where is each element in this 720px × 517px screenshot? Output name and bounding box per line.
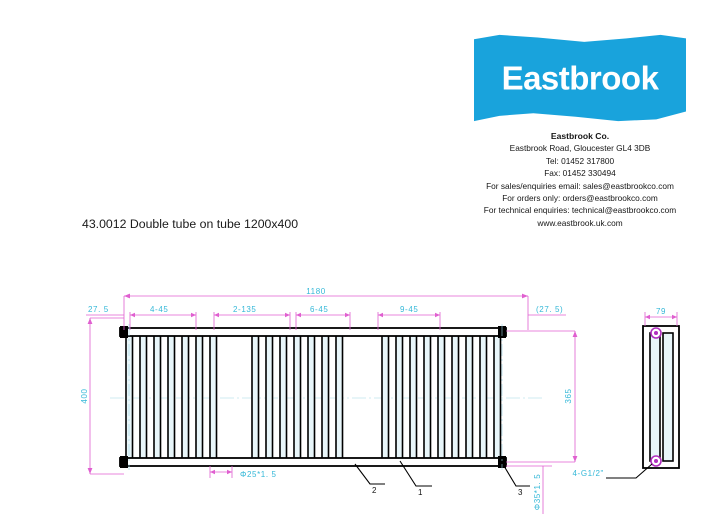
company-website: www.eastbrook.uk.com [537, 217, 623, 228]
side-view: 79 4-G1/2" [573, 307, 680, 479]
callout-label-1: 1 [418, 488, 423, 497]
end-cap-top-left [120, 326, 128, 338]
dim-group-a: 4-45 [150, 305, 168, 314]
callout-label-2: 2 [372, 486, 377, 495]
side-view-tube-back [662, 332, 674, 462]
side-view-tube-front [649, 332, 661, 462]
company-name: Eastbrook Co. [550, 131, 610, 141]
tube-group-left [125, 329, 218, 465]
company-fax: Fax: 01452 330494 [544, 168, 616, 179]
dim-gap-1: 2-135 [233, 305, 256, 314]
product-title: 43.0012 Double tube on tube 1200x400 [82, 217, 299, 231]
technical-email-line: For technical enquiries: technical@eastb… [483, 205, 677, 216]
tube-group-centre-left [251, 329, 344, 465]
company-telephone: Tel: 01452 317800 [545, 155, 615, 166]
leader-line-connection [606, 463, 653, 479]
dim-overall-height: 400 [80, 388, 89, 403]
dim-right-offset: (27. 5) [536, 305, 563, 314]
orders-email-line: For orders only: orders@eastbrookco.com [502, 193, 658, 204]
end-cap-bottom-left [120, 456, 128, 468]
dim-group-c: 9-45 [400, 305, 418, 314]
dim-group-b: 6-45 [310, 305, 328, 314]
bottom-manifold [119, 457, 507, 467]
left-height-dimension: 400 [80, 317, 124, 475]
callout-label-3: 3 [518, 488, 523, 497]
eastbrook-logo: Eastbrook [474, 34, 686, 122]
top-dimension-chain: 1180 27. 5 4-45 2-135 6-45 9-45 (27. 5) [86, 287, 566, 330]
bottom-annotations: Φ25*1. 5 2 1 3 Φ35*1. 5 [209, 460, 552, 514]
dim-manifold-spec: Φ35*1. 5 [533, 474, 542, 511]
dim-inner-height: 365 [564, 388, 573, 403]
logo-wordmark: Eastbrook [501, 59, 659, 97]
dim-connection: 4-G1/2" [573, 469, 605, 478]
logo-banner-shape [474, 34, 686, 122]
right-height-dimension: 365 [506, 330, 578, 463]
tube-group-right [381, 329, 502, 465]
port-bottom-core [654, 459, 658, 463]
leader-line-3 [503, 465, 530, 487]
leader-line-2 [354, 463, 385, 485]
tube-bank [125, 329, 502, 465]
top-manifold [119, 327, 507, 337]
front-view [110, 324, 545, 470]
dim-side-width: 79 [656, 307, 666, 316]
port-top-core [654, 331, 658, 335]
dim-left-offset: 27. 5 [88, 305, 109, 314]
dim-overall-width: 1180 [306, 287, 326, 296]
sales-email-line: For sales/enquiries email: sales@eastbro… [486, 180, 674, 191]
leader-line-1 [399, 460, 432, 487]
end-cap-bottom-right [498, 456, 506, 468]
dim-tube-spec: Φ25*1. 5 [240, 470, 277, 479]
company-address: Eastbrook Road, Gloucester GL4 3DB [509, 143, 651, 154]
company-contact-block: Eastbrook Co. Eastbrook Road, Gloucester… [452, 130, 708, 229]
